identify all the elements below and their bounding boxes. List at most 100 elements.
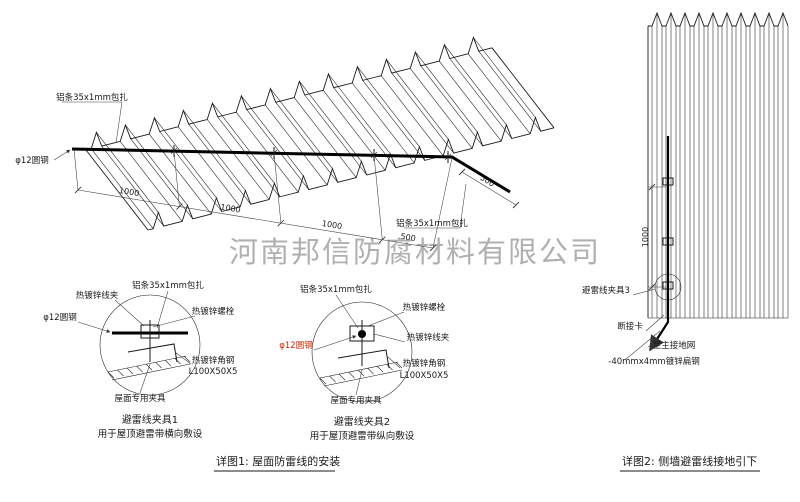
corrugation-ridge-line: [241, 95, 304, 177]
hatch-line: [126, 367, 134, 375]
roof-right-edge: [491, 47, 555, 129]
leader-line: [152, 315, 196, 328]
dim-label-500: 500: [400, 232, 417, 243]
label-alu-strip-top: 铝条35x1mm包扎: [56, 92, 128, 103]
corrugation-ridge-line: [357, 66, 420, 147]
corrugation-ridge-line: [217, 116, 280, 198]
detail1-subtitle: 用于屋顶避雷带横向敷设: [98, 428, 203, 440]
leader-line: [387, 356, 401, 369]
corrugation-ridge-line: [420, 65, 483, 146]
label-alu-strip-right: 铝条35x1mm包扎: [396, 218, 468, 229]
label-round-steel: φ12圆钢: [15, 155, 48, 166]
label-clamp3: 避雷线夹具3: [582, 285, 630, 296]
corrugation-ridge-line: [206, 119, 270, 200]
label-angle-steel: 热镀锌角钢: [192, 355, 235, 366]
company-watermark: 河南邦信防腐材料有限公司: [229, 235, 601, 269]
detail1-caption: 详图1: 屋面防雷线的安装: [216, 454, 340, 468]
leader-line: [156, 290, 169, 329]
dimension-line: [461, 171, 517, 206]
wall-dimension: 1000: [641, 183, 666, 291]
hatch-line: [376, 365, 384, 373]
roof-left-edge: [85, 149, 149, 231]
corrugation-ridge-line: [380, 75, 444, 156]
wall-clamp-mark: [662, 237, 674, 246]
hatch-line: [348, 371, 355, 379]
label-wire-clamp: 热镀锌线夹: [76, 290, 119, 301]
dimension-tick: [648, 283, 656, 291]
leader-line: [404, 183, 467, 229]
label-bolt: 热镀锌螺栓: [192, 306, 235, 317]
corrugation-ridge-line: [188, 124, 251, 205]
leader-line: [373, 333, 406, 343]
wall-drawing: 1000 避雷线夹具3 断接卡 至主接地网 -40mmx4mm镀锌扁钢 详图2:…: [582, 11, 789, 472]
corrugation-ridge-line: [351, 82, 415, 164]
leader-line: [625, 330, 661, 360]
leader-line: [367, 311, 405, 327]
roof-corrugations: [85, 36, 555, 231]
label-roof-clamp: 屋面专用夹具: [330, 395, 382, 406]
label-angle-spec: L100X50X5: [400, 371, 449, 381]
hatch-line: [117, 369, 124, 377]
detail2-roof-surface: [319, 361, 399, 379]
corrugation-ridge-line: [90, 148, 154, 229]
roof-top-edge: [85, 36, 493, 151]
down-conductor: [649, 136, 670, 352]
corrugation-ridge-line: [438, 60, 502, 142]
label-round-steel: φ12圆钢: [43, 312, 76, 323]
corrugation-ridge-line: [159, 131, 222, 212]
detail1-hatch: [107, 355, 191, 379]
leader-line: [632, 288, 656, 296]
label-alu-strip: 铝条35x1mm包扎: [132, 280, 204, 291]
wall-corrugations: [647, 11, 789, 319]
corrugation-ridge-line: [449, 58, 512, 139]
detail1-drawing: 热镀锌线夹 铝条35x1mm包扎 热镀锌螺栓 φ12圆钢 热镀锌角钢 L100X…: [43, 280, 237, 440]
dim-label-wall-1000: 1000: [641, 227, 650, 247]
leader-line: [355, 369, 363, 396]
wall-top-edge: [648, 11, 789, 27]
dim-label-1000-b: 1000: [220, 202, 242, 214]
corrugation-ridge-line: [270, 88, 333, 169]
label-bolt: 热镀锌螺栓: [403, 302, 446, 313]
label-roof-clamp: 屋面专用夹具: [114, 393, 166, 404]
detail1-roof-surface: [111, 363, 191, 381]
dim-label-1000-c: 1000: [321, 219, 343, 231]
roof-drawing: 1000 1000 1000 500 500 铝条35x1mm包扎 铝条35x1…: [15, 36, 555, 472]
corrugation-ridge-line: [415, 51, 478, 133]
detail2-hatch: [319, 361, 403, 385]
corrugation-ridge-line: [212, 103, 275, 184]
extension-line: [73, 148, 79, 191]
dimension-tick: [648, 183, 656, 191]
extension-line: [173, 150, 180, 207]
detail2-caption: 详图2: 侧墙避雷线接地引下: [622, 454, 757, 468]
corrugation-ridge-line: [322, 90, 386, 171]
corrugation-ridge-line: [409, 68, 473, 149]
leader-line: [313, 335, 357, 351]
leader-line: [139, 363, 151, 394]
corrugation-ridge-line: [444, 44, 507, 125]
detail2-subtitle: 用于屋顶避雷带纵向敷设: [310, 430, 415, 442]
leader-line: [335, 294, 359, 329]
corrugation-ridge-line: [293, 97, 357, 178]
corrugation-ridge-line: [148, 133, 212, 215]
corrugation-ridge-line: [125, 124, 188, 206]
leader-line: [645, 314, 665, 332]
detail2-roof-surface: [323, 369, 403, 387]
corrugation-ridge-line: [467, 53, 531, 134]
corrugation-ridge-line: [264, 104, 328, 186]
corrugation-ridge-line: [101, 145, 164, 227]
dimension-line: [77, 189, 434, 249]
hatch-line: [155, 361, 162, 369]
corrugation-ridge-line: [478, 51, 541, 132]
label-angle-steel: 热镀锌角钢: [403, 358, 446, 369]
corrugation-ridge-line: [299, 81, 362, 162]
hatch-line: [107, 371, 115, 379]
label-alu-strip: 铝条35x1mm包扎: [300, 284, 372, 295]
hatch-line: [367, 367, 374, 375]
corrugation-ridge-line: [386, 59, 449, 140]
dimension-tick: [429, 244, 437, 252]
detail2-drawing: 铝条35x1mm包扎 热镀锌螺栓 热镀锌线夹 φ12圆钢 热镀锌角钢 L100X…: [279, 284, 449, 442]
dimension-tick: [512, 201, 520, 209]
corrugation-ridge-line: [154, 117, 217, 198]
label-angle-spec: L100X50X5: [189, 367, 238, 377]
